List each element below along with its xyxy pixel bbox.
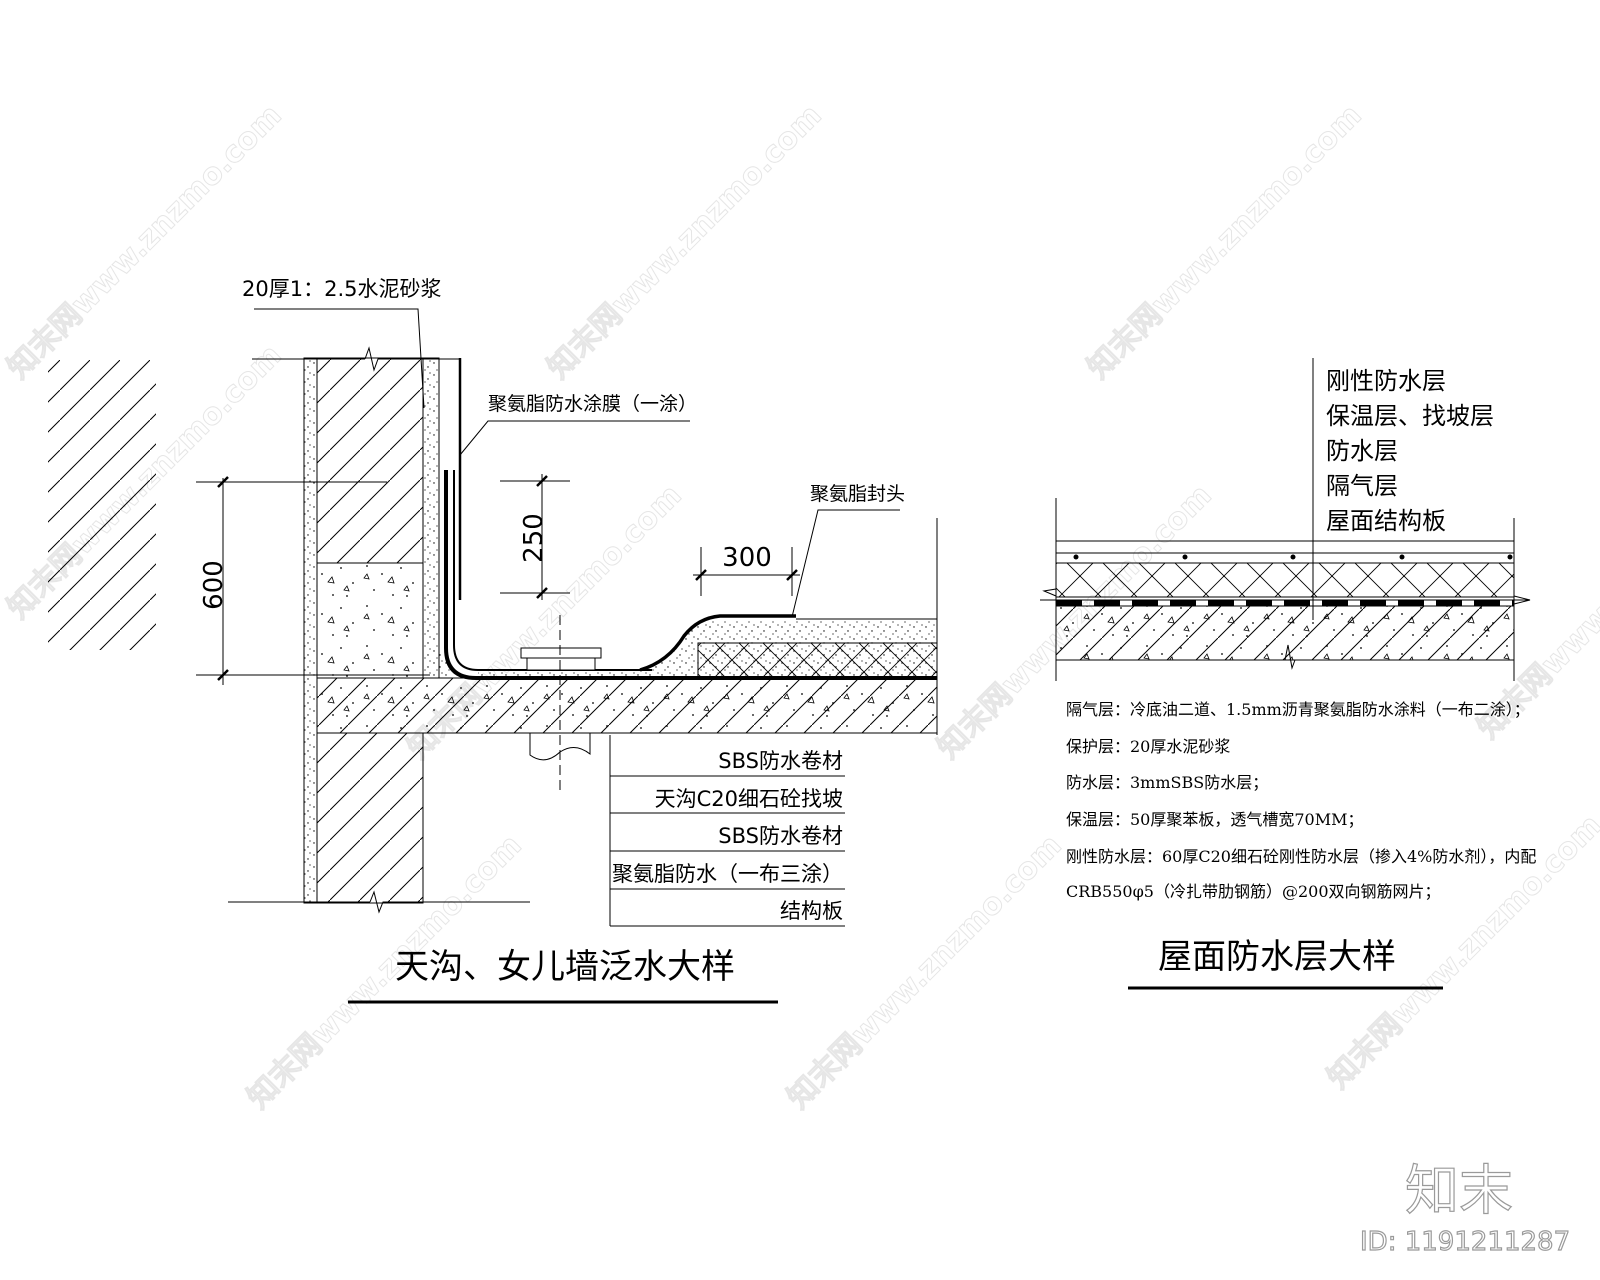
layer-label: 屋面结构板 [1326,507,1446,535]
dimension-600: 600 [199,560,229,610]
note-line: 隔气层：冷底油二道、1.5mm沥青聚氨脂防水涂料（一布二涂）； [1066,700,1530,719]
note-line: CRB550φ5（冷扎带肋钢筋）@200双向钢筋网片； [1066,882,1441,901]
layer-label: 保温层、找坡层 [1326,402,1494,430]
watermark-text: 知末网www.znzmo.com [1081,98,1369,386]
watermark-text: 知末网www.znzmo.com [1,98,289,386]
image-id-label: ID: 1191211287 [1360,1227,1570,1257]
concrete-curb [316,562,424,679]
layer-label: SBS防水卷材 [718,824,843,848]
note-line: 保温层：50厚聚苯板，透气槽宽70MM； [1066,810,1364,829]
detail-gutter-parapet: 600 250 300 20厚1：2.5水泥砂浆 聚氨脂防水涂膜（一涂） 聚氨脂… [48,277,938,1004]
construction-notes: 隔气层：冷底油二道、1.5mm沥青聚氨脂防水涂料（一布二涂）； 保护层：20厚水… [1066,700,1536,901]
parapet-brick-upper [316,357,424,564]
dimension-250: 250 [519,513,549,563]
sbs-membrane-upper [453,470,652,671]
wall-brick-lower [316,732,424,904]
layer-label: 隔气层 [1326,472,1398,500]
layer-label: 聚氨脂防水（一布三涂） [612,862,843,886]
leader-pu-coating [459,420,690,456]
brand-logo: 知末 [1405,1159,1513,1222]
layer-legend-table: SBS防水卷材 天沟C20细石砼找坡 SBS防水卷材 聚氨脂防水（一布三涂） 结… [609,735,845,927]
pu-sealing-head [639,614,796,672]
detail-roof-waterproofing: 刚性防水层 保温层、找坡层 防水层 隔气层 屋面结构板 隔气层：冷底油二道、1.… [1040,358,1536,990]
drain-cap [520,647,602,659]
layer-label: SBS防水卷材 [718,749,843,773]
layer-label: 天沟C20细石砼找坡 [655,787,843,811]
structural-slab-hatch [316,677,938,734]
outer-plaster [303,357,318,904]
callout-pu-coating: 聚氨脂防水涂膜（一涂） [488,393,697,415]
dimension-300: 300 [722,543,772,573]
leader-pu-seal [791,509,900,618]
detail-title-right: 屋面防水层大样 [1158,937,1396,977]
detail-title-left: 天沟、女儿墙泛水大样 [395,947,735,987]
note-line: 刚性防水层：60厚C20细石砼刚性防水层（掺入4%防水剂），内配 [1066,847,1536,866]
drain-pipe [529,733,591,761]
insulation-board [697,642,938,679]
sbs-membrane-lower [444,470,937,680]
adjacent-wall-hatch [48,360,156,650]
note-line: 防水层：3mmSBS防水层； [1066,773,1268,792]
roof-slab-hatch [1055,605,1515,661]
brand-watermark: 知末 ID: 1191211287 [1359,1158,1570,1257]
layer-label: 结构板 [780,899,843,923]
note-line: 保护层：20厚水泥砂浆 [1066,737,1230,756]
callout-mortar: 20厚1：2.5水泥砂浆 [242,277,441,301]
layer-label: 防水层 [1326,437,1398,465]
insulation-layer [1055,562,1515,598]
watermark-text: 知末网www.znzmo.com [541,98,829,386]
layer-label: 刚性防水层 [1326,367,1446,395]
leader-mortar [254,308,425,409]
inner-plaster [422,357,440,679]
callout-pu-seal: 聚氨脂封头 [810,483,905,505]
